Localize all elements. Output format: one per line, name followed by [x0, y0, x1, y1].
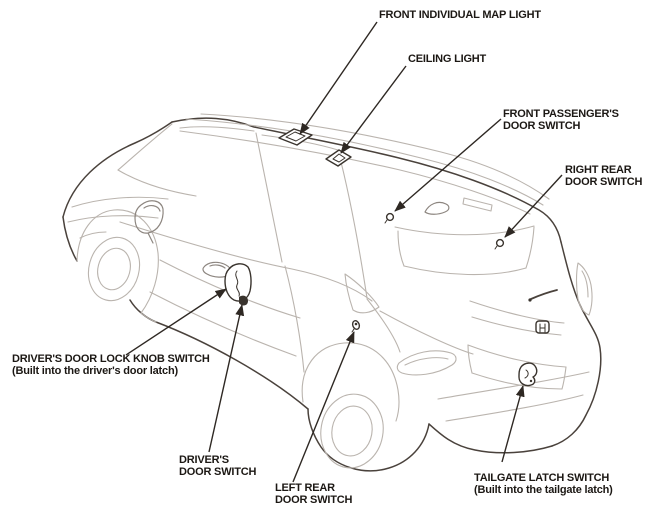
ceiling-light-part: [325, 149, 352, 167]
roof-antenna-fin-icon: [424, 201, 450, 215]
left-rear-door-switch-part: [351, 320, 361, 333]
leader-tailgate-latch-switch: [501, 385, 525, 463]
label-drivers-door-lock-knob-switch: DRIVER'S DOOR LOCK KNOB SWITCH (Built in…: [12, 353, 210, 377]
tailgate-latch-switch-part: [518, 362, 538, 387]
leader-drivers-door-switch: [208, 304, 245, 453]
leader-lines: [125, 21, 563, 483]
label-text: (Built into the driver's door latch): [12, 365, 178, 377]
label-drivers-door-switch: DRIVER'S DOOR SWITCH: [179, 454, 256, 478]
label-text: DOOR SWITCH: [565, 176, 643, 188]
leader-ceiling-light: [340, 65, 407, 154]
label-text: LEFT REAR: [275, 482, 335, 494]
rear-wheel: [301, 342, 400, 469]
label-text: DOOR SWITCH: [275, 494, 353, 506]
label-tailgate-latch-switch: TAILGATE LATCH SWITCH (Built into the ta…: [474, 472, 613, 496]
leader-drivers-door-lock-knob-switch: [125, 288, 227, 356]
leader-front-passengers-door-switch: [394, 118, 502, 212]
label-text: FRONT PASSENGER'S: [503, 108, 619, 120]
label-front-individual-map-light: FRONT INDIVIDUAL MAP LIGHT: [379, 9, 541, 21]
label-text: TAILGATE LATCH SWITCH: [474, 472, 610, 484]
drivers-door-lock-knob-switch-part: [224, 263, 252, 306]
label-text: FRONT INDIVIDUAL MAP LIGHT: [379, 9, 541, 21]
side-mirror: [134, 200, 164, 244]
label-left-rear-door-switch: LEFT REAR DOOR SWITCH: [275, 482, 352, 506]
label-text: (Built into the tailgate latch): [474, 484, 613, 496]
label-text: DRIVER'S DOOR LOCK KNOB SWITCH: [12, 353, 210, 365]
label-text: DRIVER'S: [179, 454, 229, 466]
vehicle-body: [62, 113, 602, 472]
front-wheel: [76, 209, 159, 323]
leader-left-rear-door-switch: [292, 331, 355, 483]
leader-front-individual-map-light: [299, 21, 378, 135]
right-rear-door-switch-part: [494, 238, 505, 250]
rear-wiper-icon: [528, 289, 558, 302]
rear-emblem-icon: [535, 320, 550, 334]
label-text: CEILING LIGHT: [408, 53, 487, 65]
label-text: RIGHT REAR: [565, 164, 632, 176]
label-ceiling-light: CEILING LIGHT: [408, 53, 486, 65]
leader-right-rear-door-switch: [504, 174, 563, 238]
front-passengers-door-switch-part: [384, 212, 395, 224]
label-right-rear-door-switch: RIGHT REAR DOOR SWITCH: [565, 164, 642, 188]
label-text: DOOR SWITCH: [503, 120, 581, 132]
label-text: DOOR SWITCH: [179, 466, 257, 478]
label-front-passengers-door-switch: FRONT PASSENGER'S DOOR SWITCH: [503, 108, 619, 132]
